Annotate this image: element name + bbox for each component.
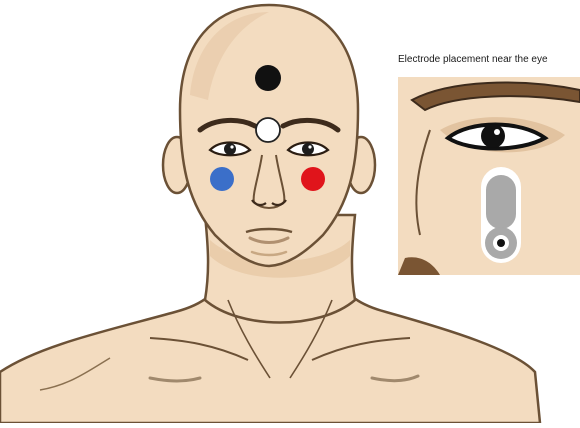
eye-electrode-pad — [481, 167, 521, 263]
electrode-forehead-reference — [256, 118, 280, 142]
electrode-right-cheek — [301, 167, 325, 191]
eye-closeup-inset — [398, 77, 580, 275]
inset-caption: Electrode placement near the eye — [398, 54, 580, 65]
inset-iris — [481, 124, 505, 148]
electrode-left-cheek — [210, 167, 234, 191]
electrode-forehead-ground — [255, 65, 281, 91]
eye-left — [210, 143, 250, 156]
eye-right — [288, 143, 328, 156]
